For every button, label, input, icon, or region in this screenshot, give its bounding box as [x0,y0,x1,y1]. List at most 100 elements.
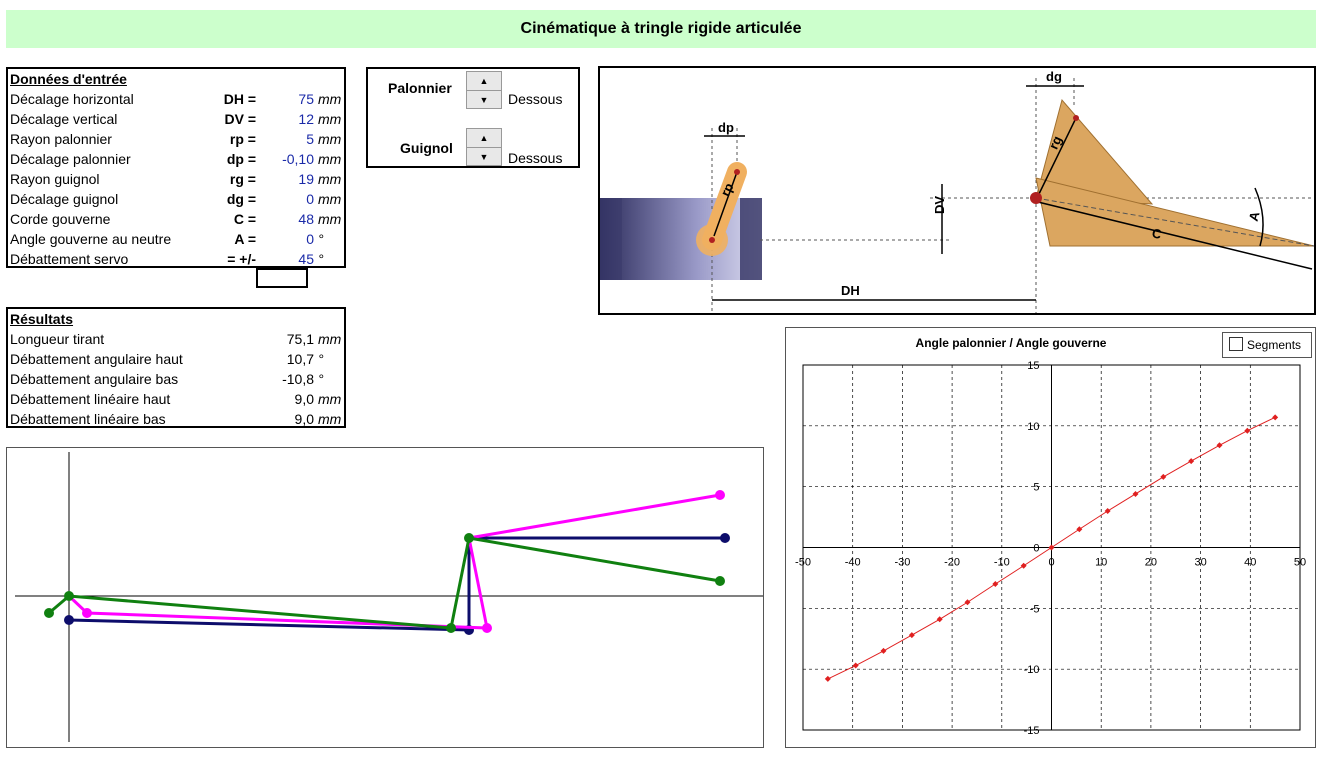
data-point [1076,526,1083,533]
y-tick-label: 10 [1027,421,1039,433]
input-value[interactable]: -0,10 [282,151,314,167]
result-value: 10,7 [286,351,314,367]
selected-cell[interactable] [256,268,308,288]
page-title: Cinématique à tringle rigide articulée [6,10,1316,48]
data-point [1104,508,1111,514]
input-symbol: rg = [229,171,256,187]
input-value[interactable]: 45 [298,251,314,267]
linkage-up [67,493,721,630]
data-point [1048,544,1055,551]
y-tick-label: 15 [1027,360,1039,372]
input-value[interactable]: 48 [298,211,314,227]
result-label: Débattement linéaire haut [10,391,171,407]
result-unit: ° [318,371,324,387]
input-symbol: dg = [226,191,256,207]
result-unit: mm [318,411,342,427]
spin-up-icon[interactable]: ▲ [467,72,501,91]
result-label: Débattement angulaire haut [10,351,183,367]
linkage-neutral [68,536,725,632]
input-label: Débattement servo [10,251,129,267]
segments-label: Segments [1247,338,1302,352]
y-tick-label: -15 [1024,725,1040,737]
spin-down-icon[interactable]: ▼ [479,152,489,162]
result-label: Longueur tirant [10,331,105,347]
input-label: Rayon guignol [10,171,100,187]
guignol-value: Dessous [508,150,563,166]
result-value: 9,0 [294,391,314,407]
input-symbol: dp = [226,151,256,167]
input-unit: mm [318,211,342,227]
dp-label: dp [718,120,734,135]
dg-label: dg [1046,69,1062,84]
data-point [992,581,999,587]
input-label: Décalage vertical [10,111,118,127]
input-unit: mm [318,191,342,207]
y-tick-label: 5 [1033,482,1039,494]
input-unit: mm [318,111,342,127]
x-tick-label: 50 [1294,557,1306,569]
data-point [824,675,831,682]
schematic-diagram: DH dg dp rp rg DV C A [598,66,1316,315]
x-tick-label: -10 [994,557,1010,569]
result-label: Débattement linéaire bas [10,411,166,427]
input-symbol: DH = [223,91,256,107]
input-label: Corde gouverne [10,211,111,227]
checkbox-icon[interactable] [1229,337,1243,351]
servo-body [600,198,762,280]
result-unit: ° [318,351,324,367]
input-symbol: = +/- [227,251,256,267]
x-tick-label: -50 [795,557,811,569]
input-value[interactable]: 0 [306,191,314,207]
y-tick-label: -5 [1030,603,1040,615]
y-tick-label: 0 [1033,543,1039,555]
palonnier-spinner[interactable]: ▲ ▼ [466,71,502,109]
data-point [880,647,887,654]
dv-label: DV [932,196,947,214]
data-point [1216,442,1223,449]
input-label: Décalage horizontal [10,91,134,107]
data-point [1160,473,1167,480]
x-tick-label: 10 [1095,557,1107,569]
input-value[interactable]: 75 [298,91,314,107]
input-value[interactable]: 12 [298,111,314,127]
input-unit: mm [318,131,342,147]
data-point [1132,490,1139,497]
guignol-label: Guignol [400,140,453,156]
input-value[interactable]: 5 [306,131,314,147]
input-unit: mm [318,91,342,107]
result-value: 9,0 [294,411,314,427]
spin-down-icon[interactable]: ▼ [479,95,489,105]
data-point [852,662,859,669]
spin-up-icon[interactable]: ▲ [467,129,501,148]
input-unit: ° [318,251,324,267]
result-label: Débattement angulaire bas [10,371,179,387]
c-label: C [1150,225,1163,242]
input-symbol: C = [233,211,256,227]
a-label: A [1246,209,1263,223]
segments-checkbox[interactable]: Segments [1222,332,1312,358]
input-unit: mm [318,171,342,187]
data-point [1188,458,1195,465]
input-value[interactable]: 19 [298,171,314,187]
data-point [936,616,943,623]
palonnier-value: Dessous [508,91,563,107]
input-symbol: DV = [224,111,256,127]
result-unit: mm [318,331,342,347]
input-value[interactable]: 0 [306,231,314,247]
data-point [1272,414,1279,421]
linkage-plot [6,447,764,748]
guignol-spinner[interactable]: ▲ ▼ [466,128,502,166]
x-tick-label: -20 [944,557,960,569]
input-label: Rayon palonnier [10,131,112,147]
y-tick-label: -10 [1024,664,1040,676]
x-tick-label: 20 [1145,557,1157,569]
input-label: Angle gouverne au neutre [10,231,172,247]
x-tick-label: -40 [845,557,861,569]
x-tick-label: 40 [1244,557,1256,569]
result-unit: mm [318,391,342,407]
chart-title: Angle palonnier / Angle gouverne [915,336,1107,350]
input-label: Décalage guignol [10,191,119,207]
data-point [1244,427,1251,434]
